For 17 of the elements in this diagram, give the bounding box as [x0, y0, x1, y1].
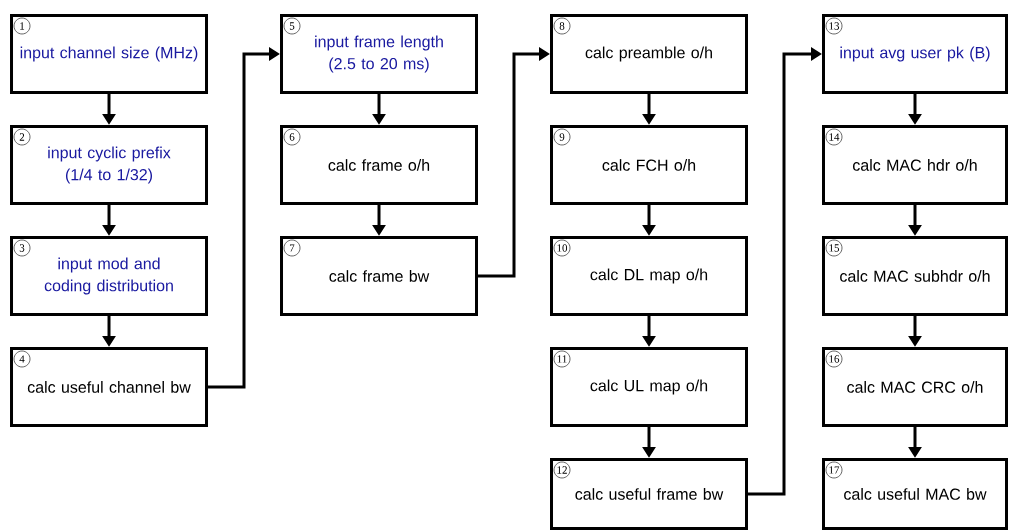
step-number: 5 — [283, 17, 301, 35]
step-number: 2 — [13, 128, 31, 146]
step-number: 7 — [283, 239, 301, 257]
step-number: 1 — [13, 17, 31, 35]
step-number: 14 — [825, 128, 843, 146]
step-number: 12 — [553, 461, 571, 479]
step-number: 16 — [825, 350, 843, 368]
step-number: 17 — [825, 461, 843, 479]
step-number: 8 — [553, 17, 571, 35]
step-number: 11 — [553, 350, 571, 368]
step-number: 9 — [553, 128, 571, 146]
step-number: 6 — [283, 128, 301, 146]
step-number: 10 — [553, 239, 571, 257]
step-number: 4 — [13, 350, 31, 368]
step-number: 15 — [825, 239, 843, 257]
step-number: 13 — [825, 17, 843, 35]
step-number: 3 — [13, 239, 31, 257]
